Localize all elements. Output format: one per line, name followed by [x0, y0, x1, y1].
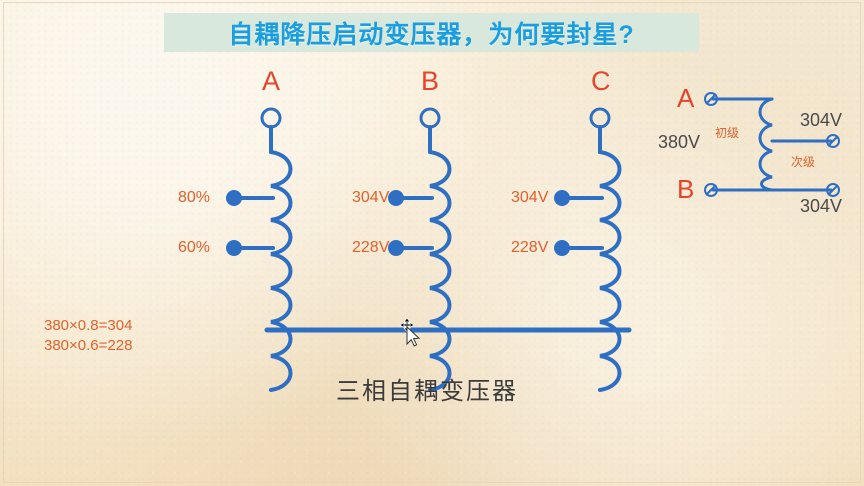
phase-a-terminal[interactable]	[260, 107, 282, 129]
phase-b-winding	[388, 107, 452, 392]
inset-winding	[758, 97, 774, 192]
inset-terminal-b-label: B	[677, 174, 695, 204]
phase-b-tap-label-2: 228V	[352, 239, 390, 256]
inset-secondary-label: 次级	[791, 155, 816, 169]
phase-c-tap-label-2: 228V	[511, 239, 549, 256]
formula-line-2: 380×0.6=228	[44, 337, 133, 354]
inset-output-top-label: 304V	[800, 110, 843, 130]
diagram-caption: 三相自耦变压器	[336, 378, 518, 405]
phase-b-terminal[interactable]	[419, 107, 441, 129]
inset-autotransformer-diagram	[704, 92, 840, 197]
title-banner: 自耦降压启动变压器，为何要封星?	[164, 13, 699, 52]
formula-line-1: 380×0.8=304	[44, 317, 133, 334]
phase-c-label: C	[591, 66, 611, 96]
phase-a-tap-label-2: 60%	[178, 239, 211, 256]
inset-terminal-a-label: A	[677, 83, 695, 113]
move-cursor	[399, 318, 421, 347]
inset-terminal-output-top[interactable]	[826, 134, 840, 148]
phase-b-tap-label-1: 304V	[352, 189, 390, 206]
inset-terminal-a[interactable]	[704, 92, 718, 106]
inset-terminal-output-bottom[interactable]	[826, 183, 840, 197]
phase-b-label: B	[421, 66, 440, 96]
phase-c-tap-label-1: 304V	[511, 189, 549, 206]
phase-c-tap-node-1[interactable]	[554, 190, 570, 206]
inset-primary-label: 初级	[715, 126, 740, 140]
phase-a-label: A	[262, 66, 281, 96]
phase-a-tap-node-2[interactable]	[226, 240, 242, 256]
phase-b-tap-node-2[interactable]	[388, 240, 404, 256]
phase-b-tap-node-1[interactable]	[388, 190, 404, 206]
page-title: 自耦降压启动变压器，为何要封星?	[228, 20, 635, 49]
phase-a-winding	[226, 107, 293, 392]
inset-terminal-b[interactable]	[704, 183, 718, 197]
phase-c-tap-node-2[interactable]	[554, 240, 570, 256]
phase-a-tap-label-1: 80%	[178, 189, 211, 206]
phase-c-terminal[interactable]	[589, 107, 611, 129]
inset-output-bottom-label: 304V	[800, 196, 843, 216]
phase-c-winding	[554, 107, 622, 392]
inset-input-voltage-label: 380V	[658, 132, 701, 152]
phase-a-tap-node-1[interactable]	[226, 190, 242, 206]
